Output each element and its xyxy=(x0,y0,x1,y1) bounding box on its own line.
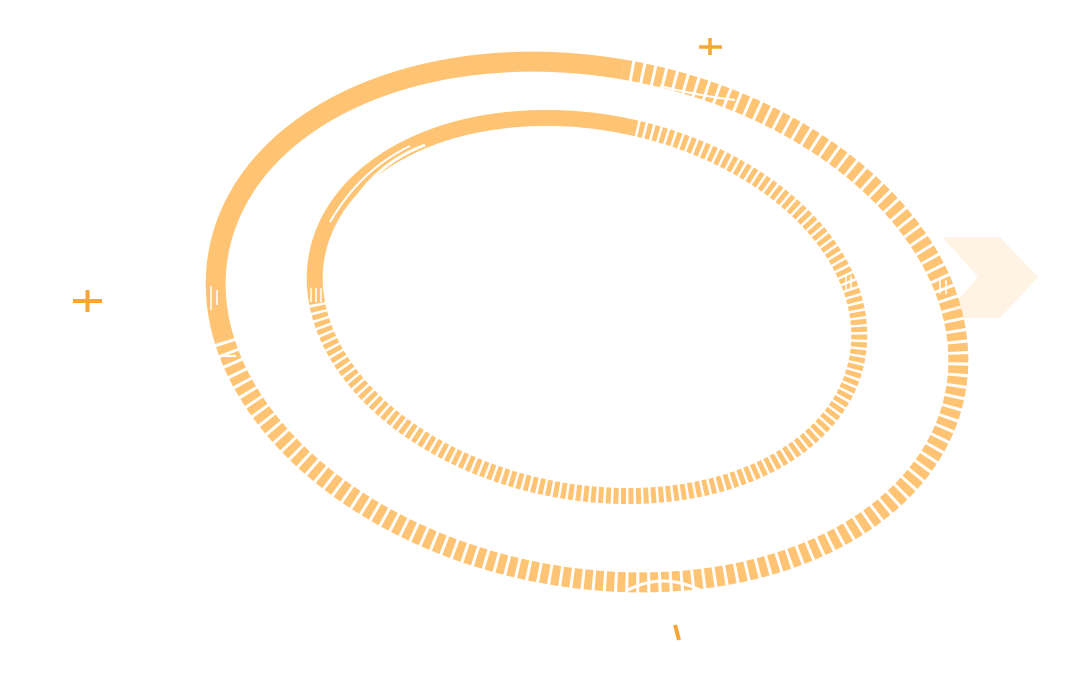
inner-ring-solid-arc xyxy=(306,110,634,305)
outer-ring-solid-arc xyxy=(205,51,625,344)
tick-mark-icon xyxy=(673,624,681,641)
glint-arc xyxy=(659,85,736,101)
inner-ring xyxy=(306,110,868,504)
inner-ring-segmented-arc xyxy=(309,119,868,504)
glint-arcs xyxy=(210,85,736,592)
glint-arc xyxy=(627,579,701,592)
chevron-right-icon xyxy=(942,237,1038,318)
plus-icon xyxy=(73,290,102,312)
plus-icon xyxy=(699,38,722,55)
glint-arc xyxy=(329,145,411,223)
glint-arc xyxy=(353,143,426,201)
outer-ring-segmented-arc xyxy=(214,59,969,593)
outer-ring xyxy=(205,51,969,593)
ring-tick-marks xyxy=(204,276,947,310)
